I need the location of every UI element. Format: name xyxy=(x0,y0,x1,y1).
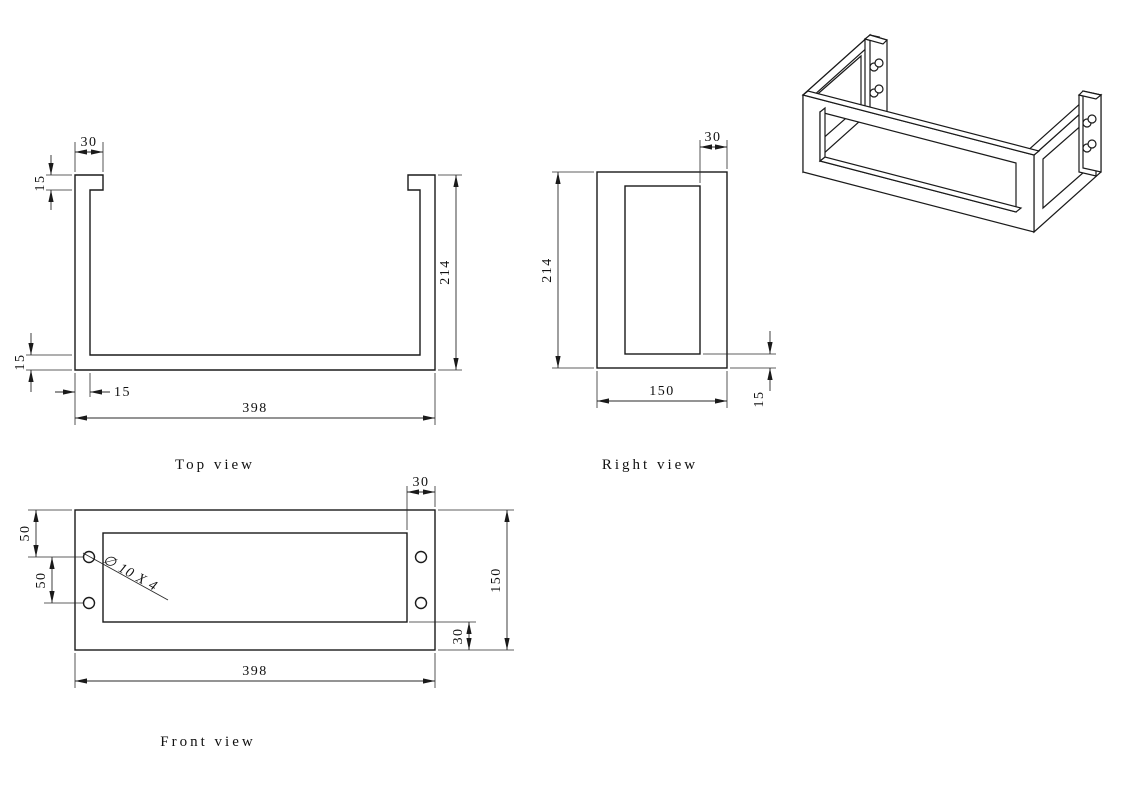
front-dim-bottom-band: 30 xyxy=(451,628,466,645)
top-dim-overall-width: 398 xyxy=(242,401,268,416)
front-view-label: Front view xyxy=(160,734,255,750)
right-view-opening xyxy=(624,185,701,355)
top-view-outline xyxy=(74,174,436,371)
front-view-extension-lines xyxy=(28,486,514,688)
top-dim-overall-depth: 214 xyxy=(438,259,453,285)
iso-window-jamb xyxy=(819,106,826,163)
right-view-outline xyxy=(596,171,728,369)
iso-right-flange-holes xyxy=(1082,114,1097,153)
hole-callout: ∅ 10 X 4 xyxy=(100,552,160,594)
top-dim-base-thickness: 15 xyxy=(13,354,28,371)
isometric-view xyxy=(801,33,1103,234)
iso-left-flange-top xyxy=(863,34,889,45)
top-view-extension-lines xyxy=(26,142,462,425)
right-dim-wall-thickness: 15 xyxy=(752,391,767,408)
top-view-label: Top view xyxy=(175,457,255,473)
hole-top-left xyxy=(82,550,96,564)
front-view-holes xyxy=(82,550,428,610)
front-view-opening xyxy=(102,532,408,623)
hole-bottom-right xyxy=(414,596,428,610)
iso-right-flange-back xyxy=(1082,90,1102,173)
top-dim-flange-thickness: 15 xyxy=(33,175,48,192)
front-dim-hole-offset-top: 50 xyxy=(18,525,33,542)
top-view-dimension-lines xyxy=(28,149,459,421)
front-dim-hole-pitch: 50 xyxy=(34,572,49,589)
iso-front-plate-top xyxy=(801,90,1041,156)
front-dim-overall-width: 398 xyxy=(242,664,268,679)
iso-right-flange-top xyxy=(1077,90,1103,100)
top-dim-flange-width: 30 xyxy=(81,135,98,150)
iso-left-flange-back xyxy=(869,34,888,118)
right-dim-flange-width: 30 xyxy=(705,130,722,145)
right-view-label: Right view xyxy=(602,457,698,473)
right-view: 30 214 15 150 Right view xyxy=(540,130,776,473)
right-dim-overall-width: 150 xyxy=(649,384,675,399)
iso-left-flange-holes xyxy=(869,58,884,98)
top-dim-wall-thickness: 15 xyxy=(114,385,131,400)
hole-callout-leader xyxy=(82,552,169,601)
front-dim-overall-height: 150 xyxy=(489,567,504,593)
right-view-dimension-lines xyxy=(555,144,773,404)
hole-bottom-left xyxy=(82,596,96,610)
front-view-dimension-lines xyxy=(33,489,510,684)
top-view: 30 15 15 15 398 214 Top view xyxy=(13,135,462,473)
front-dim-corner-offset: 30 xyxy=(413,475,430,490)
front-view: ∅ 10 X 4 50 50 30 150 30 398 Front v xyxy=(18,475,514,750)
front-view-outline xyxy=(74,509,436,651)
right-dim-overall-height: 214 xyxy=(540,257,555,283)
hole-top-right xyxy=(414,550,428,564)
